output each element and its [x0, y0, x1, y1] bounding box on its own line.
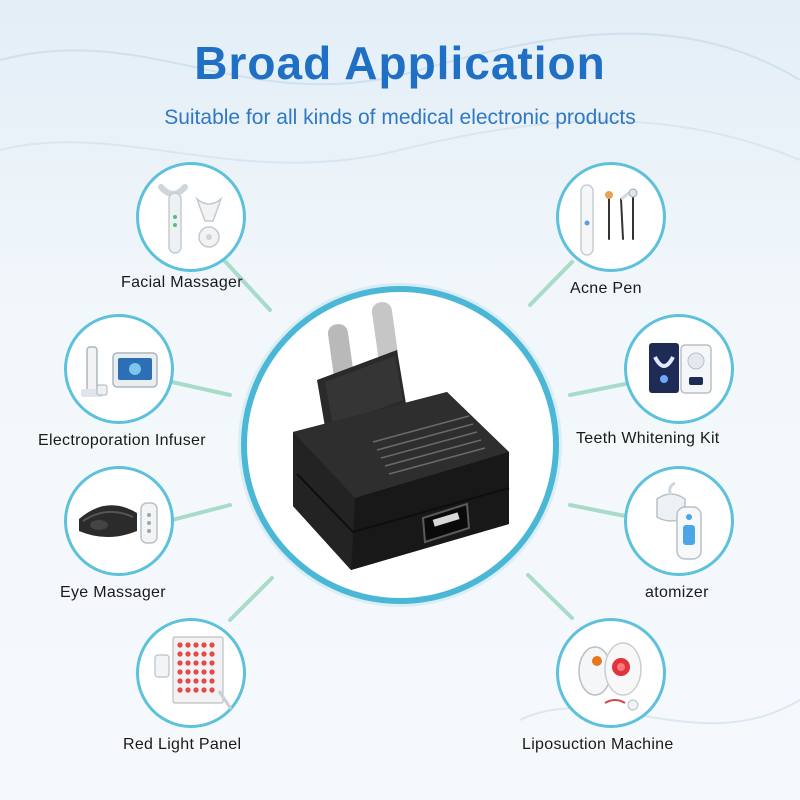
connector-electroporation-infuser [170, 380, 232, 397]
label-electroporation-infuser: Electroporation Infuser [38, 432, 206, 449]
electroporation-infuser-icon [81, 346, 158, 397]
connector-acne-pen [528, 260, 574, 307]
atomizer-icon [656, 481, 702, 560]
liposuction-machine-icon [578, 642, 642, 711]
app-electroporation-infuser [64, 314, 174, 424]
page-subtitle: Suitable for all kinds of medical electr… [164, 106, 636, 129]
label-facial-massager: Facial Massager [121, 274, 243, 291]
app-teeth-whitening-kit [624, 314, 734, 424]
connector-atomizer [568, 503, 627, 518]
label-acne-pen: Acne Pen [570, 280, 642, 297]
label-liposuction-machine: Liposuction Machine [522, 736, 674, 753]
connector-facial-massager [220, 256, 272, 312]
center-product-circle [241, 286, 559, 604]
connector-red-light-panel [228, 576, 274, 622]
acne-pen-icon [580, 184, 638, 256]
label-atomizer: atomizer [645, 584, 709, 601]
red-light-panel-icon [154, 636, 233, 710]
app-red-light-panel [136, 618, 246, 728]
connector-eye-massager [170, 503, 232, 522]
app-atomizer [624, 466, 734, 576]
power-adapter-icon [293, 302, 510, 570]
connector-teeth-whitening-kit [568, 382, 627, 397]
label-eye-massager: Eye Massager [60, 584, 166, 601]
connector-liposuction-machine [526, 573, 574, 620]
facial-massager-icon [158, 184, 223, 254]
label-red-light-panel: Red Light Panel [123, 736, 242, 753]
teeth-whitening-kit-icon [649, 343, 712, 394]
app-facial-massager [136, 162, 246, 272]
page-title: Broad Application [194, 37, 606, 89]
app-eye-massager [64, 466, 174, 576]
eye-massager-icon [79, 502, 158, 544]
app-liposuction-machine [556, 618, 666, 728]
label-teeth-whitening-kit: Teeth Whitening Kit [576, 430, 720, 447]
app-acne-pen [556, 162, 666, 272]
